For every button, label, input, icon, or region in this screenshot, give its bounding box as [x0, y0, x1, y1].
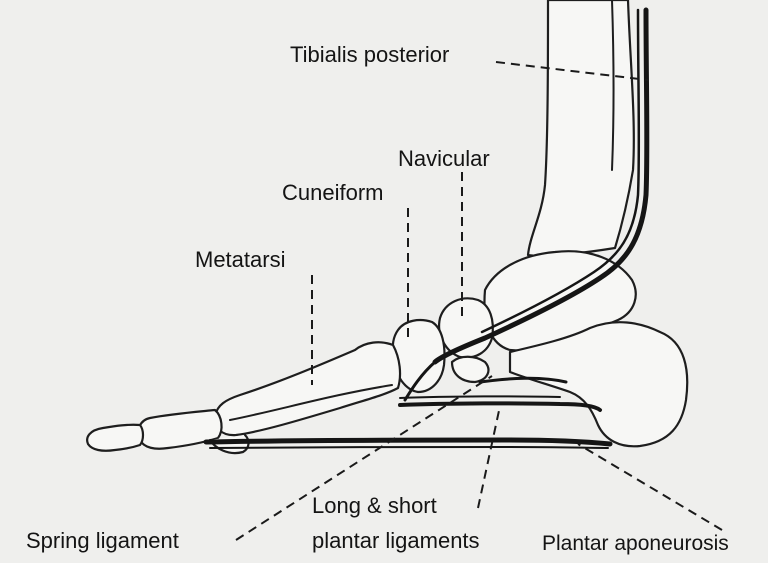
label-tibialis-posterior: Tibialis posterior — [290, 42, 449, 67]
leader-spring-ligament — [235, 375, 493, 541]
label-spring-ligament: Spring ligament — [26, 528, 179, 553]
leader-long-short-plantar — [477, 405, 501, 509]
label-long-short-line2: plantar ligaments — [312, 528, 480, 553]
tibia-bone — [526, 0, 635, 257]
tibialis-posterior-tendon — [403, 7, 650, 402]
long-short-plantar-ligaments-band — [398, 376, 602, 412]
leader-plantar-aponeurosis — [577, 443, 723, 531]
label-navicular: Navicular — [398, 146, 490, 171]
navicular-bone — [438, 297, 494, 359]
label-metatarsi: Metatarsi — [195, 247, 285, 272]
label-plantar-aponeurosis: Plantar aponeurosis — [542, 532, 729, 555]
label-long-short-line1: Long & short — [312, 493, 437, 518]
metatarsal-bones — [213, 341, 402, 437]
leader-lines — [235, 61, 723, 541]
cuneiform-bone — [391, 319, 490, 394]
calcaneus-bone — [508, 321, 689, 448]
plantar-aponeurosis-band — [203, 437, 613, 449]
leader-tibialis-posterior — [495, 61, 649, 81]
label-cuneiform: Cuneiform — [282, 180, 383, 205]
